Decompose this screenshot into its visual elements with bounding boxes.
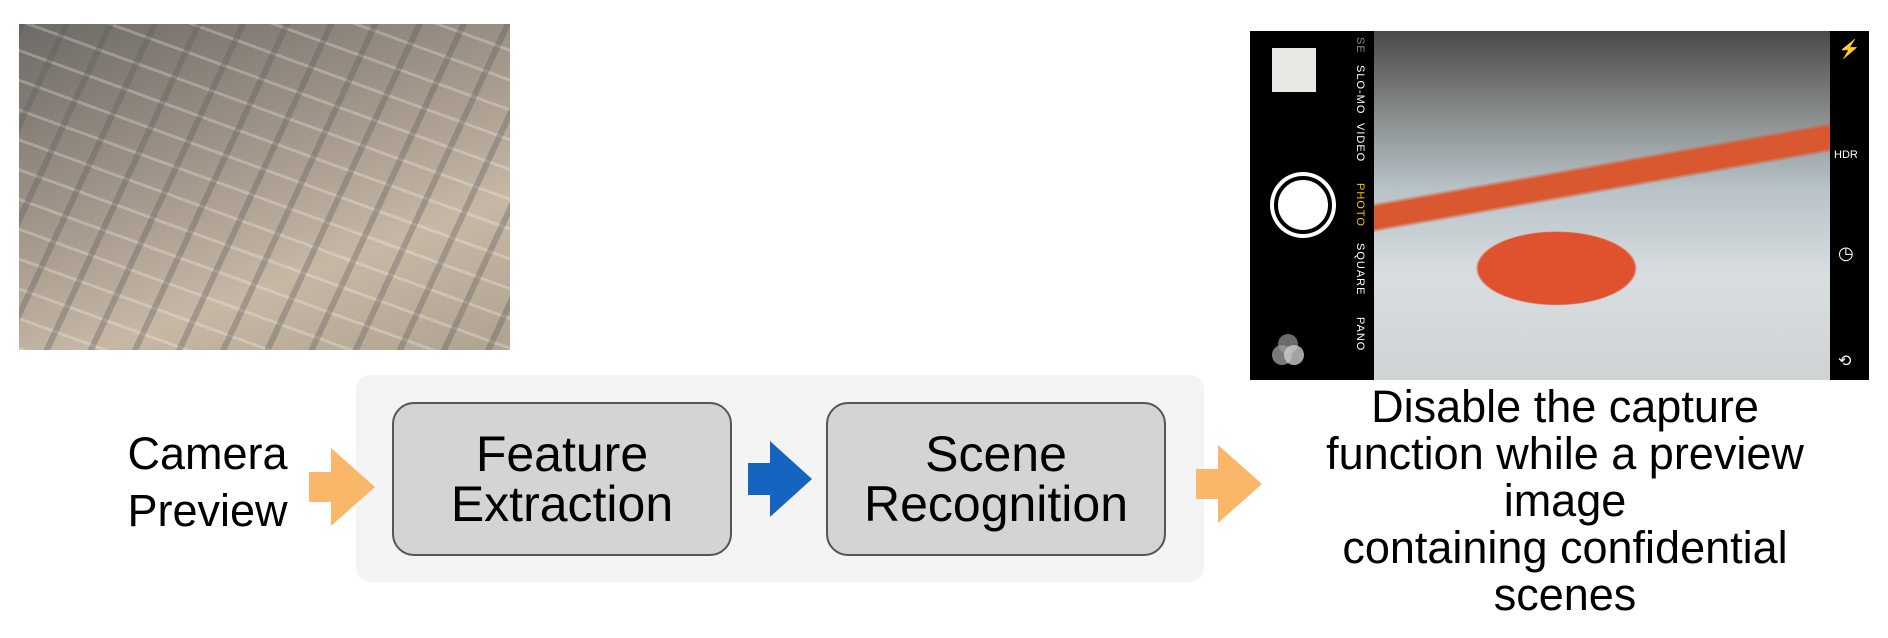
input-line-2: Preview	[127, 485, 288, 536]
filters-icon	[1272, 334, 1304, 365]
mode-video: VIDEO	[1354, 123, 1366, 163]
mode-photo: PHOTO	[1354, 183, 1366, 227]
switch-camera-icon: ⟲	[1838, 353, 1852, 370]
step1-line-1: Feature	[475, 426, 649, 482]
mode-pano: PANO	[1354, 317, 1366, 352]
factory-photo	[19, 24, 510, 350]
output-line-1: Disable the capture	[1371, 381, 1759, 432]
timer-icon: ◷	[1838, 243, 1854, 263]
hdr-label: HDR	[1834, 149, 1858, 161]
arrow-input-to-feature	[309, 448, 375, 526]
input-line-1: Camera	[127, 428, 288, 479]
camera-preview-image	[1374, 31, 1830, 380]
mode-slo-mo: SLO-MO	[1354, 65, 1366, 115]
output-line-2: function while a preview	[1326, 428, 1804, 479]
mode-square: SQUARE	[1354, 243, 1366, 296]
camera-preview-label: Camera Preview	[110, 425, 305, 539]
output-line-5: scenes	[1493, 569, 1637, 620]
feature-extraction-box: Feature Extraction	[392, 402, 732, 556]
last-photo-thumbnail	[1272, 48, 1316, 92]
mode-se: SE	[1354, 37, 1366, 54]
output-line-3: image	[1503, 475, 1627, 526]
step1-line-2: Extraction	[450, 476, 674, 532]
step2-line-2: Recognition	[863, 476, 1129, 532]
shutter-button	[1274, 176, 1332, 234]
scene-recognition-box: Scene Recognition	[826, 402, 1166, 556]
arrow-feature-to-scene	[748, 441, 812, 517]
output-description: Disable the capture function while a pre…	[1300, 383, 1830, 618]
flash-icon: ⚡	[1838, 39, 1861, 59]
camera-app-screenshot: SE SLO-MO VIDEO PHOTO SQUARE PANO ⚡ HDR …	[1250, 31, 1869, 380]
arrow-scene-to-output	[1196, 445, 1262, 523]
output-line-4: containing confidential	[1342, 522, 1788, 573]
step2-line-1: Scene	[925, 426, 1067, 482]
